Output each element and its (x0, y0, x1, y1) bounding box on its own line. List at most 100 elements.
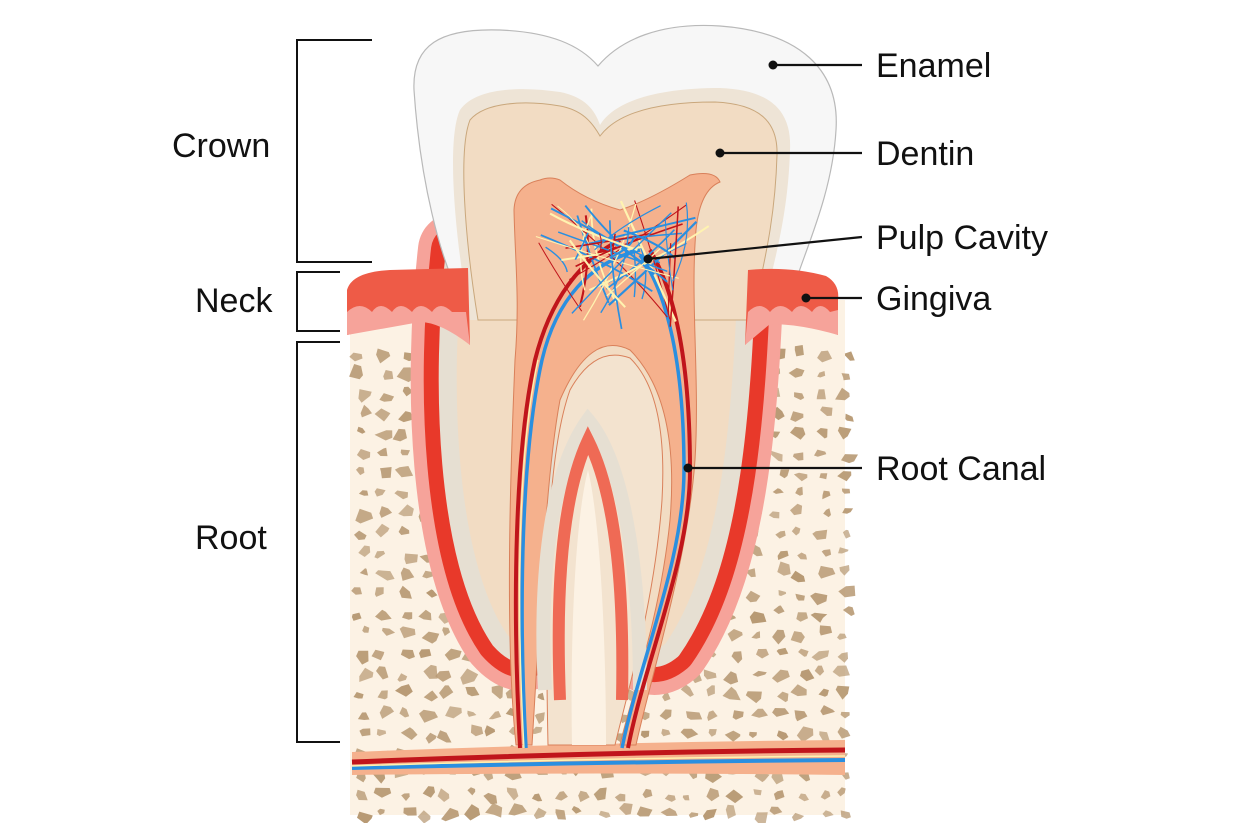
bone-spot (790, 684, 807, 697)
bone-spot (537, 692, 545, 701)
bone-spot (464, 804, 481, 821)
bone-spot (460, 668, 479, 685)
bone-spot (467, 710, 477, 717)
bone-spot (798, 648, 809, 657)
pulp-vessel (600, 227, 630, 314)
crown-label: Crown (172, 127, 270, 165)
bone-spot (796, 612, 808, 622)
bone-spot (745, 691, 762, 704)
bone-spot (841, 454, 858, 464)
bone-spot (810, 592, 828, 606)
pulp-vessel (549, 212, 638, 251)
bone-spot (400, 649, 415, 660)
bone-spot (723, 671, 739, 685)
bone-spot (792, 452, 804, 461)
canal-nerve (518, 359, 539, 749)
bone-spot (379, 393, 395, 402)
bone-spot (776, 647, 789, 656)
bone-spot (772, 488, 784, 494)
bone-spot (660, 807, 678, 816)
bone-spot (358, 389, 372, 403)
bone-spot (555, 809, 566, 820)
bone-spot (794, 710, 808, 722)
bone-spot (795, 593, 805, 601)
pulp-vessel (594, 205, 661, 251)
bone-spot (778, 590, 787, 596)
bone-spot (374, 408, 391, 422)
bone-spot (819, 731, 830, 742)
bone-spot (356, 789, 368, 801)
bone-spot (771, 450, 783, 462)
bone-spot (798, 793, 809, 802)
bone-spot (842, 508, 854, 514)
artery (351, 747, 846, 765)
bone-spot (751, 631, 761, 639)
bone-spot (491, 684, 504, 700)
bone-spot (376, 348, 391, 364)
inner-cementum (536, 408, 647, 691)
bone-spot (426, 589, 438, 598)
root-canal-label: Root Canal (876, 450, 1046, 488)
bone-spot (731, 651, 743, 664)
bone-spot (819, 473, 828, 480)
bone-spot (425, 732, 437, 744)
pulp-cavity-leader-line (647, 235, 863, 261)
bone-spot (800, 669, 815, 682)
bone-spot (400, 727, 418, 740)
bone-spot (423, 664, 438, 679)
bone-spot (661, 728, 671, 737)
bone-spot (377, 447, 388, 457)
bone-spot (421, 631, 440, 644)
bone-spot (797, 552, 807, 560)
bone-spot (374, 587, 384, 597)
nerve (351, 755, 846, 767)
bone-spot (688, 812, 699, 818)
bone-spot (435, 670, 452, 682)
bone-spot (838, 547, 849, 554)
bone-spot (818, 565, 836, 579)
bone-spot (383, 370, 394, 380)
bone-spot (777, 691, 789, 703)
bone-spot (772, 629, 786, 645)
bone-spot (640, 730, 650, 739)
bone-spot (362, 625, 370, 633)
bone-spot (377, 808, 385, 816)
bone-spot (702, 808, 717, 821)
bone-spot (359, 667, 374, 682)
bone-spot (397, 673, 408, 682)
bone-spot (392, 428, 407, 442)
bone-spot (749, 731, 757, 738)
bone-spot (400, 567, 415, 581)
bone-spot (820, 406, 833, 416)
bone-spot (754, 812, 768, 823)
bone-spot (379, 705, 395, 719)
bone-spot (470, 724, 484, 737)
gingiva-right-inner (745, 306, 838, 345)
bone-spot (664, 794, 676, 802)
bone-spot (817, 350, 833, 363)
bone-spot (398, 525, 410, 535)
bone-spot (356, 449, 371, 460)
bone-spot (816, 428, 828, 439)
bone-spot (770, 406, 785, 421)
bone-spot (467, 787, 476, 796)
bone-spot (708, 729, 717, 737)
bone-spot (707, 710, 718, 721)
bone-spot (794, 345, 804, 357)
bone-spot (508, 803, 527, 816)
bone-spot (680, 684, 694, 697)
bone-spot (437, 788, 450, 802)
bone-spot (598, 810, 611, 818)
bone-spot (398, 504, 414, 517)
bone-spot (820, 705, 835, 716)
bone-spot (642, 788, 653, 799)
bone-spot (839, 565, 850, 576)
bone-spot (377, 690, 388, 700)
bone-spot (790, 426, 806, 440)
bone-spot (725, 804, 736, 819)
pulp-vessel (540, 234, 653, 292)
bone-spot (593, 787, 607, 801)
bone-spot (822, 490, 831, 500)
bone-spot (705, 771, 722, 783)
neck-label: Neck (195, 282, 273, 320)
